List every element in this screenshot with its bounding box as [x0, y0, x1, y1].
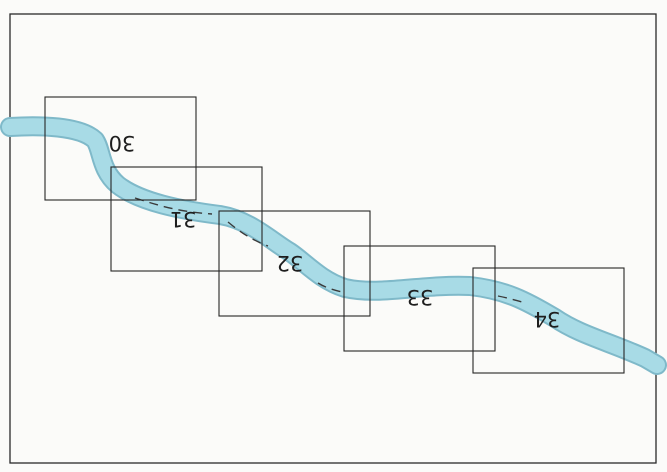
tile-frame [218, 210, 371, 317]
river-bank-line [497, 295, 523, 303]
tile-label-32: 32 [277, 251, 304, 275]
river-bank-line [317, 282, 343, 293]
tile-frame [110, 166, 263, 272]
river-channel [2, 118, 665, 373]
tile-label-33: 33 [407, 285, 434, 309]
map-tile-30: 30 [44, 96, 197, 201]
tile-label-30: 30 [109, 131, 136, 155]
map-tile-33: 33 [343, 245, 496, 352]
map-tile-31: 31 [110, 166, 263, 272]
river-bank-line [227, 221, 269, 247]
map-tile-34: 34 [472, 267, 625, 374]
tile-label-31: 31 [170, 207, 197, 231]
tile-frame [472, 267, 625, 374]
tile-frame [343, 245, 496, 352]
map-frame [9, 13, 657, 464]
tile-label-34: 34 [534, 307, 561, 331]
map-tiles: 30 31 32 33 34 [44, 96, 625, 374]
map-tile-32: 32 [218, 210, 371, 317]
tile-frame [44, 96, 197, 201]
